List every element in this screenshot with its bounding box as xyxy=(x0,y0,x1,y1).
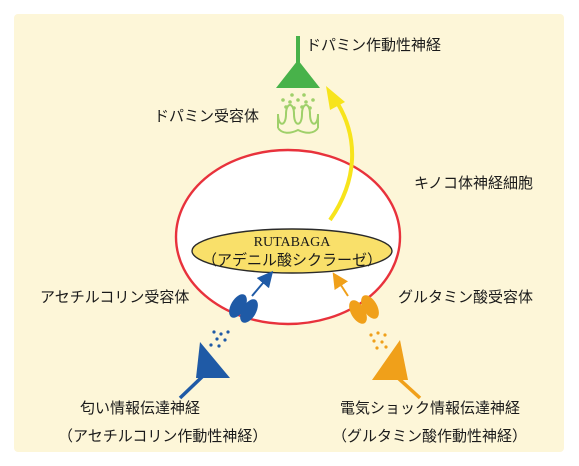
odor-neuron-axon xyxy=(178,374,205,400)
label-dopamine-neuron: ドパミン作動性神経 xyxy=(306,36,441,54)
shock-neuron-terminal xyxy=(372,340,408,380)
odor-neuron xyxy=(178,342,230,400)
label-kenyon-cell: キノコ体神経細胞 xyxy=(414,174,533,192)
label-glu-receptor: グルタミン酸受容体 xyxy=(398,288,533,306)
label-dopamine-receptor: ドパミン受容体 xyxy=(154,107,259,125)
acetylcholine-receptor xyxy=(229,294,258,323)
rutabaga-enzyme: RUTABAGA （アデニル酸シクラーゼ） xyxy=(191,228,393,274)
dopamine-receptor-loop xyxy=(277,127,319,134)
enzyme-shape xyxy=(191,228,393,274)
dopamine-terminal xyxy=(276,60,320,88)
label-shock-neuron-type: （グルタミン酸作動性神経） xyxy=(332,427,527,445)
enzyme-name: RUTABAGA xyxy=(254,235,332,250)
glutamate-receptor xyxy=(349,295,379,324)
dopamine-neuron xyxy=(276,36,320,88)
signal-arrow xyxy=(328,102,355,222)
glu-signal-arrow xyxy=(332,272,349,297)
ach-signal-arrow xyxy=(251,270,274,297)
shock-neuron-axon xyxy=(396,376,422,400)
signal-arrow-head xyxy=(326,86,345,110)
odor-neuron-terminal xyxy=(196,342,230,378)
label-odor-neuron-type: （アセチルコリン作動性神経） xyxy=(58,427,267,445)
dopamine-receptor xyxy=(277,104,319,128)
glutamate-molecules xyxy=(369,331,388,350)
acetylcholine-molecules xyxy=(209,330,230,348)
shock-neuron xyxy=(372,340,422,400)
enzyme-description: （アデニル酸シクラーゼ） xyxy=(202,251,382,269)
label-ach-receptor: アセチルコリン受容体 xyxy=(40,288,189,306)
label-odor-neuron: 匂い情報伝達神経 xyxy=(80,399,200,417)
label-shock-neuron: 電気ショック情報伝達神経 xyxy=(340,399,520,417)
